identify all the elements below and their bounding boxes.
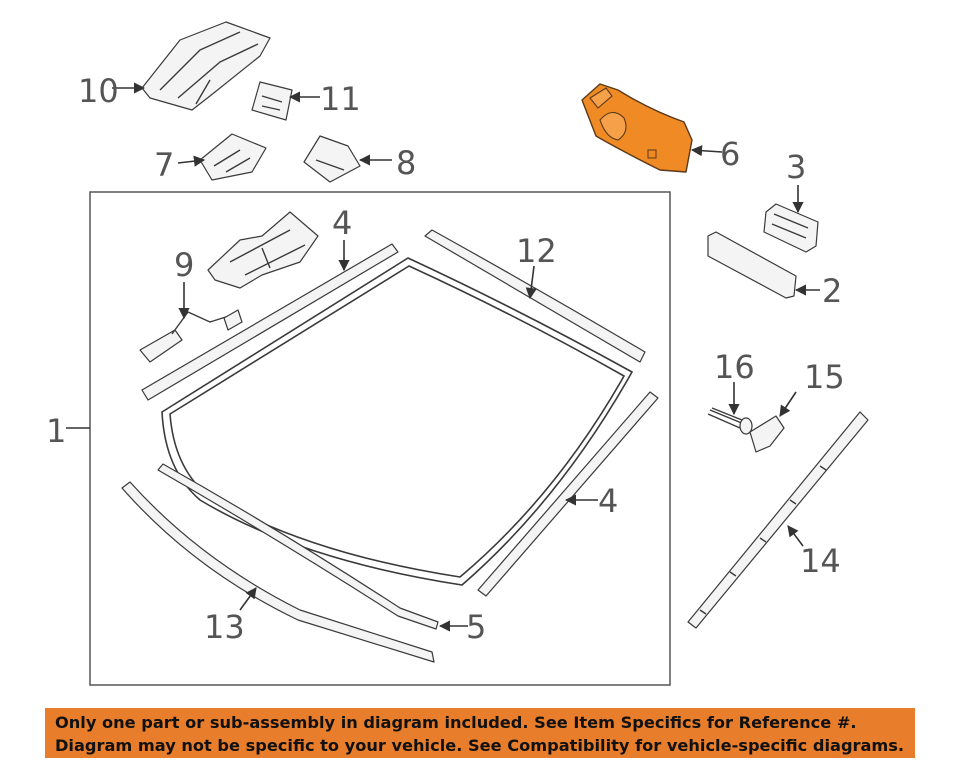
callout-7: 7: [154, 146, 174, 184]
cowl-strip-13: [121, 481, 435, 663]
callout-11: 11: [320, 80, 361, 118]
bracket-9: [139, 309, 243, 363]
callout-13: 13: [204, 608, 245, 646]
leader-lines: [66, 82, 820, 632]
callout-3: 3: [786, 148, 806, 186]
bracket-8: [303, 135, 361, 183]
callout-4-top: 4: [332, 204, 352, 242]
callout-2: 2: [822, 272, 842, 310]
upper-moulding-4: [141, 243, 399, 401]
bolt-16: [707, 407, 753, 435]
callout-8: 8: [396, 144, 416, 182]
rear-view-mirror-cover-6: [581, 83, 693, 173]
bracket-7: [199, 133, 267, 181]
callout-1: 1: [46, 412, 66, 450]
clip-3: [763, 203, 819, 253]
long-trim-14: [687, 411, 869, 629]
callout-10: 10: [78, 72, 119, 110]
clip-11: [251, 81, 293, 121]
callout-9: 9: [174, 246, 194, 284]
camera-housing-10: [141, 21, 271, 111]
sensor-mount-bracket: [207, 211, 319, 289]
clip-15: [749, 415, 785, 453]
side-moulding-4: [477, 391, 659, 597]
callout-14: 14: [800, 542, 841, 580]
lower-strip-5: [157, 463, 439, 630]
disclaimer-line-2: Diagram may not be specific to your vehi…: [55, 736, 905, 755]
callout-15: 15: [804, 358, 845, 396]
callout-6: 6: [720, 135, 740, 173]
callout-12: 12: [516, 232, 557, 270]
callout-5: 5: [466, 608, 486, 646]
callout-4-side: 4: [598, 482, 618, 520]
callout-16: 16: [714, 348, 755, 386]
assembly-frame: [89, 191, 671, 686]
disclaimer-banner: Only one part or sub-assembly in diagram…: [45, 708, 915, 758]
parts-diagram: 10 11 7 8 6 3 2 4 12 9 1 4 5 13 14 16 15: [46, 21, 869, 686]
strip-2: [707, 231, 797, 299]
disclaimer-line-1: Only one part or sub-assembly in diagram…: [55, 713, 857, 732]
